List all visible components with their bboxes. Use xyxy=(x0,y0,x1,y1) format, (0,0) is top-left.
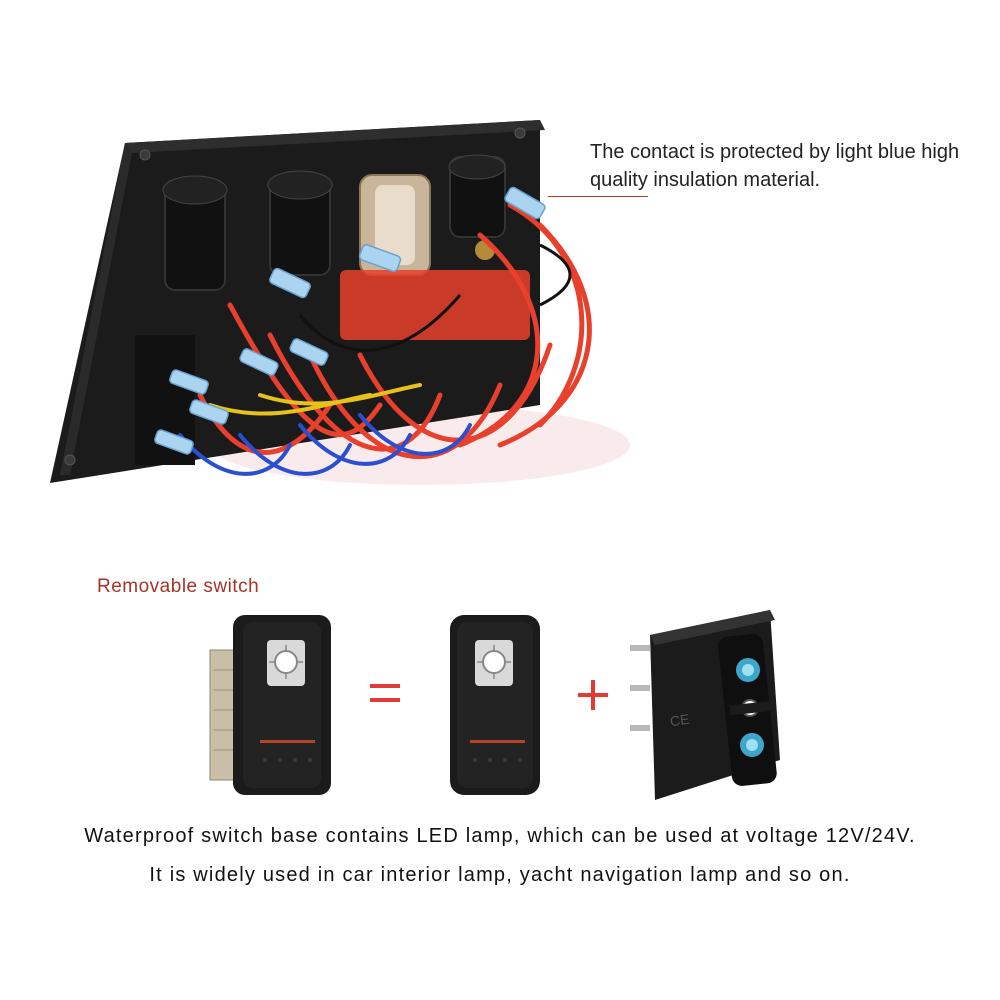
insulation-callout: The contact is protected by light blue h… xyxy=(590,141,960,191)
ce-mark-icon: CE xyxy=(669,711,690,730)
equals-sign xyxy=(370,684,400,702)
light-bulb-icon xyxy=(475,640,513,686)
caption-line-1: Waterproof switch base contains LED lamp… xyxy=(84,825,916,847)
caption-line-2: It is widely used in car interior lamp, … xyxy=(149,864,851,886)
removable-switch-label: Removable switch xyxy=(97,576,260,597)
callout-leader-line xyxy=(548,196,648,197)
switch-base: CE xyxy=(630,610,780,800)
rocker-switch-assembled xyxy=(209,615,331,795)
rocker-switch-cap xyxy=(450,615,540,795)
switch-panel-photo xyxy=(50,120,630,485)
plus-sign xyxy=(578,680,608,710)
light-bulb-icon xyxy=(267,640,305,686)
